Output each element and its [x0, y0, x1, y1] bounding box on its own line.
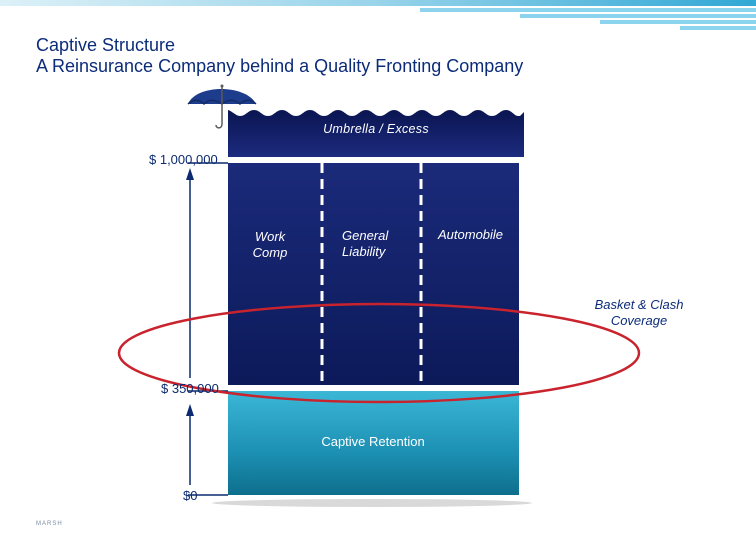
arrow-upper — [186, 168, 194, 378]
limit-label-1m: $ 1,000,000 — [149, 152, 218, 167]
captive-retention-label: Captive Retention — [321, 434, 425, 449]
umbrella-icon — [187, 84, 257, 129]
coverage-columns-layer — [228, 163, 519, 385]
basket-clash-ellipse — [117, 302, 641, 404]
slide-title: Captive Structure — [36, 35, 176, 55]
basket-clash-label: Basket & Clash Coverage — [594, 297, 684, 328]
limit-label-350k: $ 350,000 — [161, 381, 219, 396]
captive-retention-layer — [228, 391, 519, 495]
slide-subtitle: A Reinsurance Company behind a Quality F… — [36, 56, 524, 76]
work-comp-label: Work Comp — [252, 229, 288, 260]
captive-shadow — [212, 499, 532, 507]
automobile-label: Automobile — [438, 227, 504, 242]
umbrella-excess-label: Umbrella / Excess — [323, 122, 429, 136]
general-liability-label: General Liability — [342, 228, 389, 259]
limit-label-0: $0 — [183, 488, 198, 503]
header-band — [0, 0, 756, 30]
marsh-logo: MARSH — [36, 521, 63, 527]
arrow-lower — [186, 404, 194, 485]
umbrella-excess-layer — [228, 110, 524, 157]
